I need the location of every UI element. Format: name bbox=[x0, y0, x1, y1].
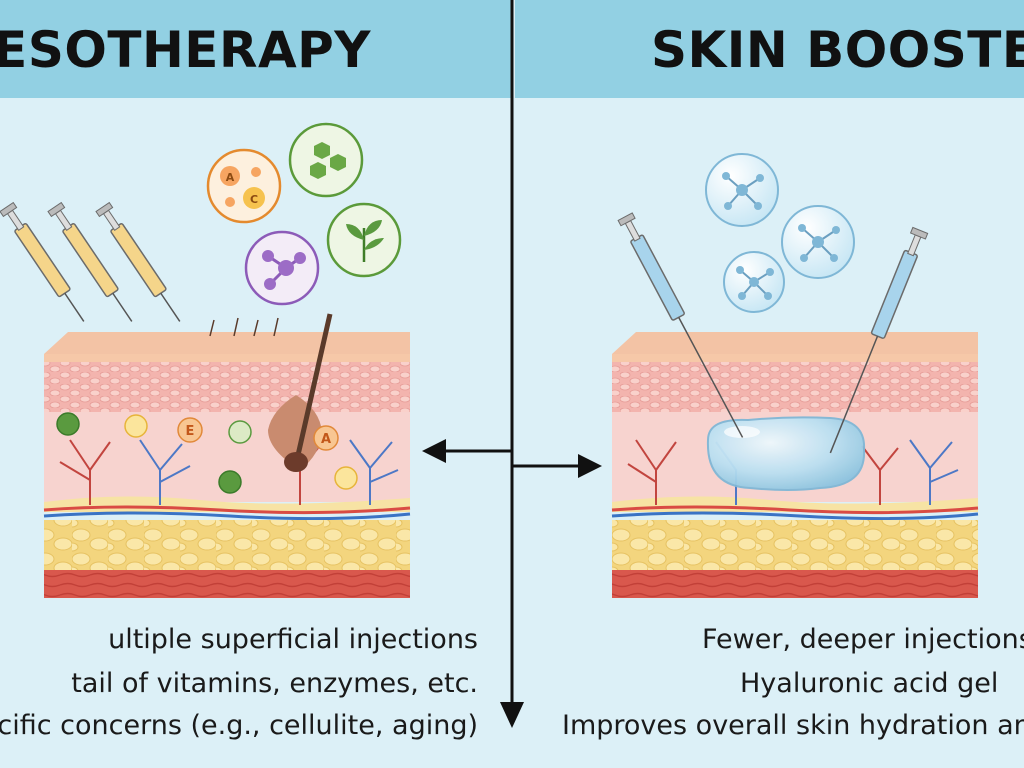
purple-molecule-bubble-icon bbox=[244, 230, 320, 306]
syringe-icon bbox=[47, 201, 133, 322]
hair-follicle-icon bbox=[268, 313, 333, 472]
particle-label: C bbox=[250, 193, 258, 206]
syringe-icon bbox=[95, 201, 181, 322]
syringe-icon bbox=[617, 212, 744, 438]
left-caption-1: ultiple superficial injections bbox=[108, 624, 478, 655]
gel-deposit-icon bbox=[706, 416, 866, 491]
arrow-down-icon bbox=[500, 702, 524, 728]
left-caption-3: ecific concerns (e.g., cellulite, aging) bbox=[0, 710, 478, 741]
right-title-banner: SKIN BOOSTE bbox=[515, 0, 1024, 98]
right-caption-2: Hyaluronic acid gel bbox=[740, 668, 999, 699]
blood-vessel-icon bbox=[627, 439, 899, 505]
particle-label: E bbox=[186, 424, 195, 439]
syringe-icon bbox=[0, 201, 85, 322]
hyaluronic-molecule-bubble-icon bbox=[723, 251, 785, 313]
left-caption-2: tail of vitamins, enzymes, etc. bbox=[71, 668, 478, 699]
hyaluronic-molecule-bubble-icon bbox=[781, 205, 855, 279]
arrow-right-icon bbox=[578, 454, 602, 478]
right-caption-1: Fewer, deeper injections bbox=[702, 624, 1024, 655]
left-title: ESOTHERAPY bbox=[0, 21, 371, 79]
syringe-icon bbox=[829, 226, 929, 454]
right-skin-cross-section bbox=[611, 332, 979, 598]
leaf-bubble-icon bbox=[326, 202, 402, 278]
right-title: SKIN BOOSTE bbox=[651, 21, 1024, 79]
left-syringes bbox=[0, 201, 181, 322]
center-divider bbox=[422, 0, 602, 728]
left-skin-cross-section: E A bbox=[43, 313, 411, 598]
vitamin-ac-bubble-icon: A C bbox=[206, 148, 282, 224]
hyaluronic-molecule-bubble-icon bbox=[705, 153, 779, 227]
left-title-banner: ESOTHERAPY bbox=[0, 0, 511, 98]
right-caption-3: Improves overall skin hydration and bbox=[562, 710, 1024, 741]
arrow-left-icon bbox=[422, 439, 446, 463]
vitamin-particles: E A bbox=[56, 412, 358, 494]
particle-label: A bbox=[321, 432, 331, 447]
green-hexagon-bubble-icon bbox=[288, 122, 364, 198]
right-syringes bbox=[617, 212, 929, 454]
particle-label: A bbox=[226, 171, 235, 184]
